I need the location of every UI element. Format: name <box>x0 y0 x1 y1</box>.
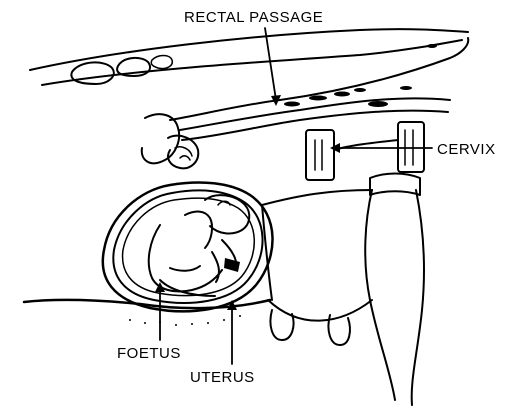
foetus-figure <box>149 195 250 296</box>
bladder-fold-lines <box>175 147 192 160</box>
vagina-tube-left <box>365 190 395 400</box>
rectum-lower-wall <box>180 98 450 130</box>
body-wall <box>262 190 372 300</box>
rectum-inner-wall <box>182 111 448 140</box>
uterus-outer-wall <box>103 182 273 311</box>
label-arrows <box>155 28 432 364</box>
vagina-tube-right <box>412 190 424 405</box>
uterus-middle-wall <box>113 190 262 303</box>
rectal-passage-label: RECTAL PASSAGE <box>184 10 323 25</box>
ground-dots <box>129 315 241 326</box>
cervix-structure <box>306 122 424 180</box>
foetus-label: FOETUS <box>117 346 181 361</box>
bladder-fold-outer <box>142 114 179 163</box>
vagina-rim <box>370 174 420 196</box>
rectal-passage-arrow <box>265 28 276 100</box>
uterus-label: UTERUS <box>190 370 255 385</box>
cervix-label: CERVIX <box>437 142 496 157</box>
udder <box>268 300 372 345</box>
back-inner-outline <box>42 40 462 85</box>
